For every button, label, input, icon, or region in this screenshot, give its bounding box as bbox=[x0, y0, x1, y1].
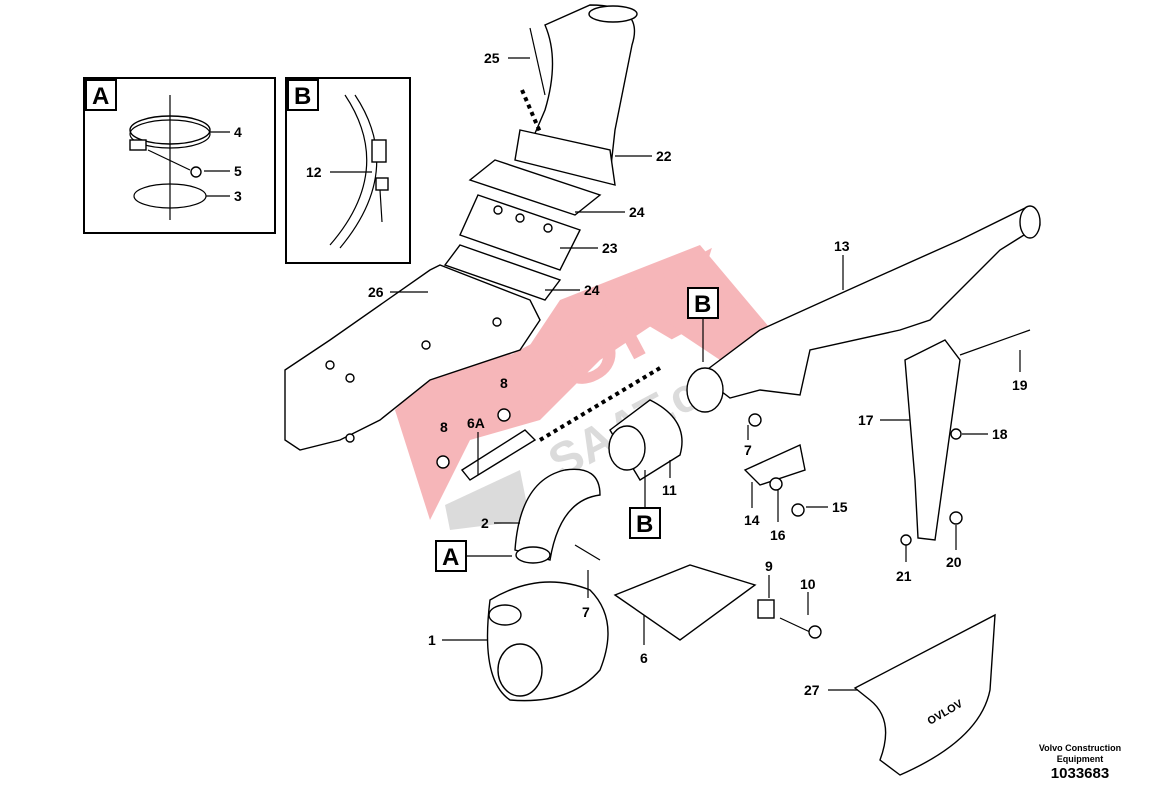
part-pipe-13 bbox=[686, 205, 1041, 541]
label-27: 27 bbox=[804, 682, 820, 698]
part-gaskets-23-24 bbox=[443, 159, 602, 301]
label-5: 5 bbox=[234, 163, 242, 179]
callout-b-top: B bbox=[687, 287, 719, 362]
label-23: 23 bbox=[602, 240, 618, 256]
label-8a: 8 bbox=[500, 375, 508, 391]
label-13: 13 bbox=[834, 238, 850, 254]
part-sleeve-11 bbox=[608, 399, 683, 481]
svg-text:B: B bbox=[636, 511, 653, 538]
inset-a: A 4 5 3 bbox=[83, 77, 276, 234]
label-15: 15 bbox=[832, 499, 848, 515]
part-manifold-26 bbox=[284, 264, 541, 451]
drawing-number: 1033683 bbox=[1051, 765, 1109, 782]
footer: Volvo Construction Equipment 1033683 bbox=[1039, 743, 1121, 782]
label-18: 18 bbox=[992, 426, 1008, 442]
label-20: 20 bbox=[946, 554, 962, 570]
inset-a-letter: A bbox=[92, 83, 109, 110]
inset-b: B 12 bbox=[285, 77, 411, 264]
label-26: 26 bbox=[368, 284, 384, 300]
label-4: 4 bbox=[234, 124, 242, 140]
label-10: 10 bbox=[800, 576, 816, 592]
label-6A: 6A bbox=[467, 415, 485, 431]
label-7b: 7 bbox=[582, 604, 590, 620]
label-22: 22 bbox=[656, 148, 672, 164]
part-labels: 25 22 24 23 24 26 13 19 18 17 15 16 14 7… bbox=[368, 50, 1028, 698]
label-21: 21 bbox=[896, 568, 912, 584]
label-11: 11 bbox=[662, 482, 677, 498]
part-elbow-2 bbox=[514, 468, 601, 564]
footer-company: Volvo Construction bbox=[1039, 743, 1121, 753]
part-heat-shield-27: OVLOV bbox=[853, 613, 996, 776]
label-16: 16 bbox=[770, 527, 786, 543]
label-12: 12 bbox=[306, 164, 322, 180]
label-24b: 24 bbox=[584, 282, 600, 298]
label-17: 17 bbox=[858, 412, 874, 428]
bracket-17 bbox=[904, 339, 961, 541]
label-25: 25 bbox=[484, 50, 500, 66]
label-3: 3 bbox=[234, 188, 242, 204]
label-24a: 24 bbox=[629, 204, 645, 220]
inset-b-letter: B bbox=[294, 83, 311, 110]
label-8b: 8 bbox=[440, 419, 448, 435]
part-plate-6A bbox=[436, 408, 537, 481]
callout-a-main: A bbox=[435, 540, 512, 572]
label-9: 9 bbox=[765, 558, 773, 574]
label-19: 19 bbox=[1012, 377, 1028, 393]
svg-text:B: B bbox=[694, 291, 711, 318]
part-shield-6 bbox=[613, 564, 757, 641]
label-6: 6 bbox=[640, 650, 648, 666]
part-turbocharger-1 bbox=[486, 581, 609, 702]
part-spacer-9 bbox=[757, 599, 775, 619]
part-bracket-14 bbox=[743, 443, 806, 486]
part-elbow-22 bbox=[514, 4, 638, 186]
label-7a: 7 bbox=[744, 442, 752, 458]
label-2: 2 bbox=[481, 515, 489, 531]
footer-company2: Equipment bbox=[1057, 754, 1104, 764]
callout-b-bottom: B bbox=[629, 470, 661, 539]
svg-text:A: A bbox=[442, 544, 459, 571]
label-14: 14 bbox=[744, 512, 760, 528]
label-1: 1 bbox=[428, 632, 436, 648]
